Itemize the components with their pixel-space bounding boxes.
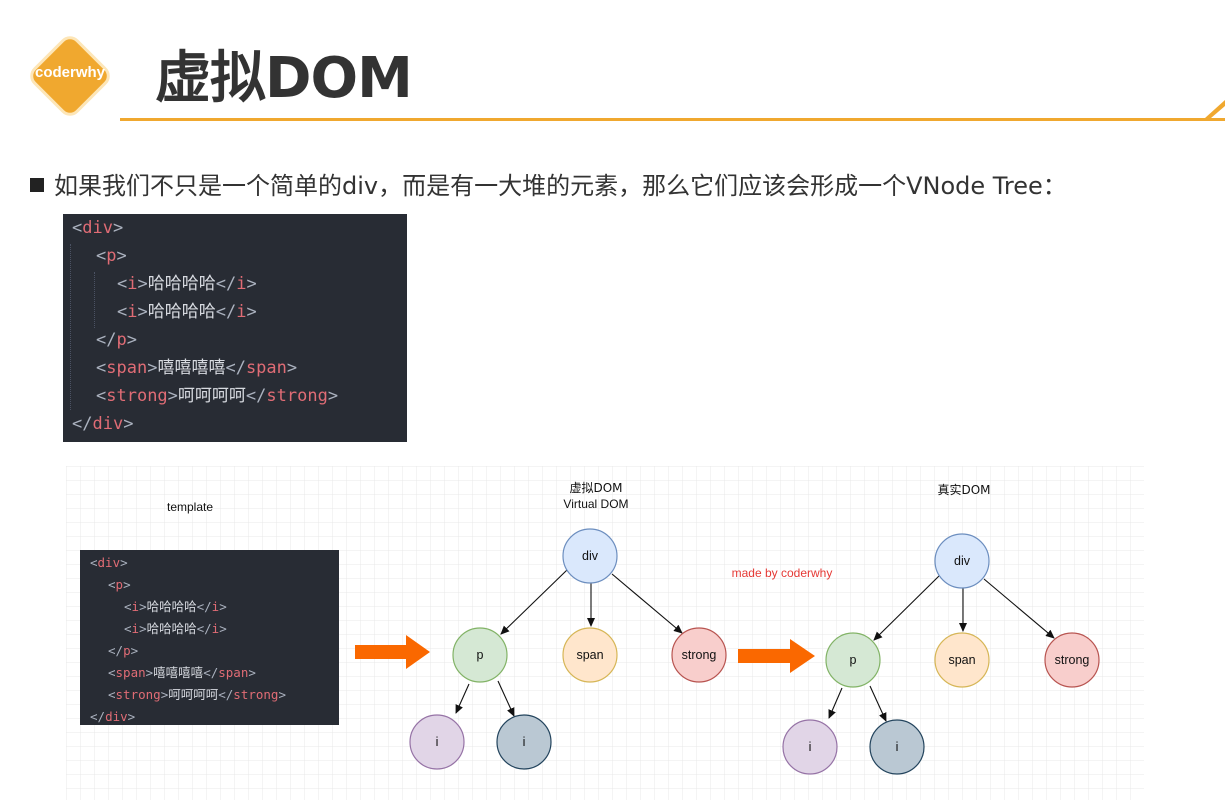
bullet-point: 如果我们不只是一个简单的div，而是有一大堆的元素，那么它们应该会形成一个VNo… [30, 166, 1067, 201]
tree-edge [983, 578, 1055, 639]
vdom-node-div: div [562, 528, 618, 584]
template-code-block: <div> <p> <i>哈哈哈哈</i> <i>哈哈哈哈</i> </p> <… [80, 550, 339, 725]
tree-edge [869, 685, 887, 722]
svg-text:i: i [896, 740, 899, 754]
coderwhy-logo: coderwhy [22, 28, 118, 124]
tree-edge [455, 683, 470, 714]
code-line: <span>嘻嘻嘻嘻</span> [96, 358, 298, 378]
svg-text:p: p [850, 653, 857, 667]
real-node-i: i [869, 719, 925, 775]
svg-text:div: div [582, 549, 599, 563]
real-dom-label: 真实DOM [937, 482, 990, 497]
header-underline [120, 118, 1225, 121]
vdom-node-strong: strong [671, 627, 727, 683]
svg-text:span: span [576, 648, 603, 662]
vdom-label: 虚拟DOM [569, 481, 622, 495]
transform-arrow-icon [355, 635, 430, 669]
real-node-i: i [782, 719, 838, 775]
code-line: <div> [72, 218, 124, 238]
tree-edge [873, 574, 941, 641]
code-line: </p> [96, 330, 137, 350]
svg-text:div: div [954, 554, 971, 568]
mini-code-line: </p> [108, 643, 138, 658]
mini-code-line: </div> [90, 709, 135, 724]
indent-guide [70, 244, 71, 410]
watermark-text: made by coderwhy [732, 566, 833, 580]
mini-code-line: <i>哈哈哈哈</i> [124, 621, 227, 636]
real-node-span: span [934, 632, 990, 688]
real-node-strong: strong [1044, 632, 1100, 688]
indent-guide [94, 272, 95, 328]
svg-text:span: span [948, 653, 975, 667]
logo-diamond-icon [30, 36, 110, 116]
mini-code-line: <span>嘻嘻嘻嘻</span> [108, 665, 256, 680]
vdom-node-span: span [562, 627, 618, 683]
header-line-corner [1205, 100, 1225, 118]
page-title: 虚拟DOM [155, 46, 413, 111]
tree-edge [500, 569, 568, 635]
code-line: </div> [72, 414, 134, 434]
code-line: <p> [96, 246, 127, 266]
mini-code-line: <p> [108, 577, 131, 592]
code-line: <strong>呵呵呵呵</strong> [96, 386, 339, 406]
svg-text:p: p [477, 648, 484, 662]
vnode-tree-diagram: template 虚拟DOM Virtual DOM 真实DOM made by… [66, 466, 1144, 800]
bullet-text: 如果我们不只是一个简单的div，而是有一大堆的元素，那么它们应该会形成一个VNo… [54, 172, 1067, 200]
vdom-node-i: i [409, 714, 465, 770]
mini-code-line: <strong>呵呵呵呵</strong> [108, 687, 286, 702]
mini-code-line: <div> [90, 555, 128, 570]
vdom-node-i: i [496, 714, 552, 770]
code-line: <i>哈哈哈哈</i> [117, 302, 257, 322]
real-node-p: p [825, 632, 881, 688]
template-label: template [167, 500, 213, 514]
tree-edge [497, 680, 515, 717]
svg-text:i: i [436, 735, 439, 749]
bullet-square-icon [30, 178, 44, 192]
mini-code-line: <i>哈哈哈哈</i> [124, 599, 227, 614]
svg-text:i: i [523, 735, 526, 749]
svg-text:strong: strong [682, 648, 717, 662]
svg-text:i: i [809, 740, 812, 754]
vdom-label-en: Virtual DOM [563, 497, 628, 511]
code-block: <div> <p> <i>哈哈哈哈</i> <i>哈哈哈哈</i> </p> <… [63, 214, 407, 442]
tree-edge [611, 573, 683, 634]
real-node-div: div [934, 533, 990, 589]
transform-arrow-icon [738, 639, 815, 673]
vdom-node-p: p [452, 627, 508, 683]
code-line: <i>哈哈哈哈</i> [117, 274, 257, 294]
tree-edge [828, 687, 843, 719]
logo-text: coderwhy [34, 64, 106, 81]
svg-text:strong: strong [1055, 653, 1090, 667]
